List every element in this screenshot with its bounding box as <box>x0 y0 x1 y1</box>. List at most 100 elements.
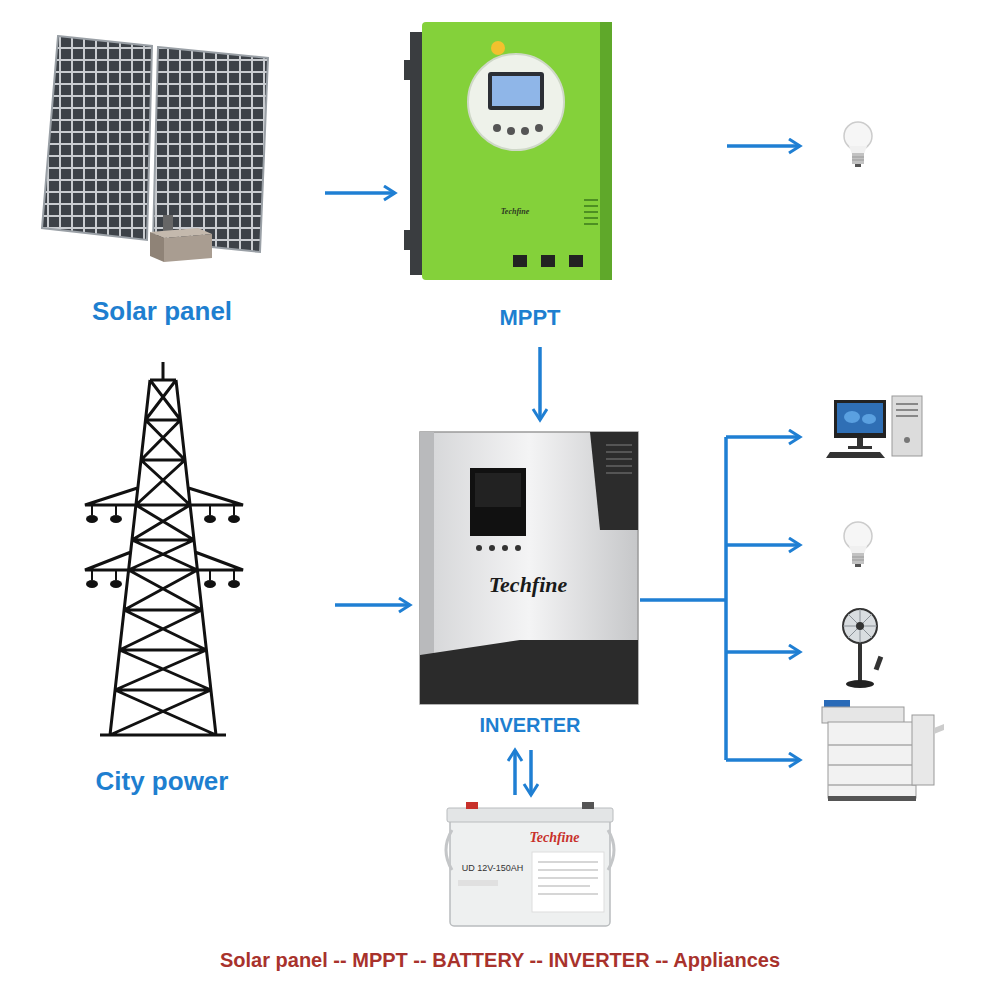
battery-spec: UD 12V-150AH <box>462 863 524 874</box>
mppt-picture <box>404 22 612 280</box>
computer-icon-part <box>834 400 886 438</box>
inverter-picture-part <box>489 545 495 551</box>
battery-picture-part <box>447 808 613 822</box>
computer-icon-part <box>892 396 922 456</box>
copier-icon-part <box>828 745 916 785</box>
node-label: MPPT <box>499 305 560 331</box>
mppt-picture-part <box>600 22 612 280</box>
appliance-branch-arrows-part <box>726 435 800 439</box>
power-tower-part <box>86 580 98 588</box>
mppt-to-bulb-arrow-part <box>727 144 800 148</box>
mppt-controller: TechfineMPPT <box>415 25 645 335</box>
battery-picture <box>446 802 614 926</box>
inverter: TechfineINVERTER <box>415 428 645 740</box>
computer-icon-part <box>848 446 872 449</box>
node-label: Solar panel <box>92 296 232 327</box>
flow-arrow <box>540 347 541 420</box>
power-tower-part <box>204 515 216 523</box>
fan-icon <box>843 609 883 688</box>
inverter-picture-part <box>420 432 638 704</box>
appliance-branch-arrows-part <box>640 437 726 760</box>
appliance-branch-arrows-part <box>726 650 800 654</box>
bulb-icon-part <box>852 557 864 560</box>
mppt-picture-part <box>491 41 505 55</box>
copier-icon-part <box>828 796 916 801</box>
mppt-to-bulb-arrow <box>727 146 800 147</box>
connector-line <box>335 603 410 607</box>
solar-panel-picture-part <box>164 234 212 262</box>
computer-icon <box>826 396 922 458</box>
bulb-icon-part <box>844 522 872 550</box>
mppt-picture-part <box>493 124 501 132</box>
computer-icon-part <box>857 438 863 446</box>
power-tower-part <box>228 580 240 588</box>
appliance-branch-arrows-part <box>726 758 800 762</box>
bulb-icon <box>844 522 872 567</box>
bulb-icon-part <box>852 553 864 564</box>
mppt-picture-part <box>488 72 544 110</box>
mppt-picture-part <box>541 255 555 267</box>
mppt-picture-part <box>492 76 540 106</box>
fan-icon-part <box>858 643 862 683</box>
connector-line <box>325 191 395 195</box>
brand-logo: Techfine <box>501 207 530 217</box>
power-tower-part <box>228 515 240 523</box>
mppt-picture-part <box>569 255 583 267</box>
power-tower <box>85 362 243 735</box>
inverter-picture-part <box>470 468 526 536</box>
caption: Solar panel -- MPPT -- BATTERY -- INVERT… <box>220 948 780 972</box>
flow-arrow <box>335 605 410 606</box>
connector-line <box>529 750 533 795</box>
computer-icon-part <box>826 452 885 458</box>
computer-icon-part <box>837 403 883 433</box>
power-tower-part <box>204 580 216 588</box>
mppt-picture-part <box>584 200 598 224</box>
computer-icon-part <box>844 411 860 423</box>
node-label: City power <box>96 766 229 797</box>
battery: Techfine UD 12V-150AH <box>440 800 625 930</box>
fan-icon-part <box>846 680 874 688</box>
mppt-picture-part <box>404 230 412 250</box>
copier-icon-part <box>934 724 944 734</box>
power-tower-part <box>110 580 122 588</box>
battery-picture-part <box>450 818 610 926</box>
solar-panel: Solar panel <box>37 25 287 335</box>
connector-line <box>538 347 542 420</box>
caption-bar: Solar panel -- MPPT -- BATTERY -- INVERT… <box>0 948 1000 972</box>
inverter-picture-part <box>515 545 521 551</box>
power-tower-part <box>86 515 98 523</box>
computer-icon-part <box>862 414 876 424</box>
solar-panel-picture-part <box>153 47 268 252</box>
battery-picture-part <box>458 880 498 886</box>
copier-icon-part <box>912 715 934 785</box>
inverter-picture-part <box>590 432 638 530</box>
bulb-icon-part <box>844 122 872 150</box>
bulb-icon-part <box>849 546 867 554</box>
appliance-branch-arrows <box>640 437 800 760</box>
battery-picture-part <box>466 802 478 809</box>
copier-icon-part <box>822 707 904 723</box>
mppt-picture-part <box>468 54 564 150</box>
power-tower-part <box>85 362 243 735</box>
brand-logo: Techfine <box>529 830 579 847</box>
computer-icon-part <box>896 404 918 416</box>
power-tower-part <box>110 515 122 523</box>
mppt-picture-part <box>507 127 515 135</box>
bulb-icon-part <box>852 153 864 164</box>
mppt-picture-part <box>521 127 529 135</box>
computer-icon-part <box>904 437 910 443</box>
power-tower-part <box>92 505 234 580</box>
appliance-branch-arrows-part <box>726 543 800 547</box>
mppt-picture-part <box>404 60 412 80</box>
inverter-picture-part <box>606 445 632 473</box>
battery-picture-part <box>446 830 452 870</box>
inverter-picture-part <box>502 545 508 551</box>
bulb-icon-part <box>855 564 861 567</box>
fan-icon-part <box>843 609 877 643</box>
connector-line <box>513 750 517 795</box>
inverter-picture <box>420 432 638 704</box>
brand-logo: Techfine <box>489 572 568 598</box>
fan-icon-part <box>843 609 877 643</box>
